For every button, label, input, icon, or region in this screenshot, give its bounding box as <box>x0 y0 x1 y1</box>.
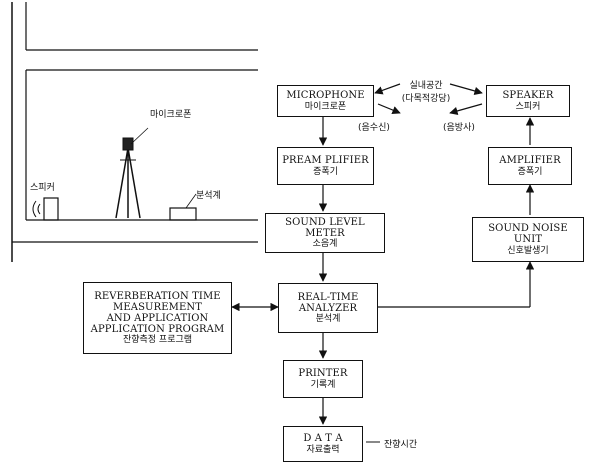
printer-box: PRINTER 기록계 <box>283 360 363 398</box>
microphone-leader-line <box>130 127 149 145</box>
preamplifier-box-ko: 증폭기 <box>313 166 338 177</box>
program-box-ko: 잔향측정 프로그램 <box>122 335 193 346</box>
program-box-line1: REVERBERATION TIME <box>94 290 221 302</box>
sound-level-meter-box-ko: 소음계 <box>312 239 338 250</box>
analyzer-box-en2: ANALYZER <box>298 302 358 314</box>
analyzer-box: REAL-TIME ANALYZER 분석계 <box>278 283 378 333</box>
speaker-icon <box>43 197 59 221</box>
amplifier-box-en: AMPLIFIER <box>499 155 561 167</box>
room-illustration <box>11 2 258 262</box>
analyzer-device-icon <box>169 207 197 221</box>
data-box-ko: 자료출력 <box>306 444 340 455</box>
illustration-speaker-label: 스피커 <box>30 183 55 193</box>
connectors <box>231 83 535 443</box>
analyzer-leader-line <box>185 193 197 209</box>
room-label: 실내공간 (다목적강당) <box>398 78 454 104</box>
program-box: REVERBERATION TIME MEASUREMENT AND APPLI… <box>83 282 232 354</box>
microphone-box-en: MICROPHONE <box>286 90 365 102</box>
printer-box-ko: 기록계 <box>310 379 336 390</box>
emit-label: (음방사) <box>443 123 475 133</box>
illustration-analyzer-label: 분석계 <box>196 191 221 201</box>
program-box-line3: AND APPLICATION <box>106 312 209 324</box>
illustration-microphone-label: 마이크로폰 <box>150 110 192 120</box>
arrow-room-to-speaker-top <box>449 83 483 95</box>
preamplifier-box-en: PREAM PLIFIER <box>282 155 369 167</box>
arrow-room-to-mic-top <box>374 83 401 95</box>
sound-noise-unit-box-en: SOUND NOISE UNIT <box>488 223 568 246</box>
microphone-icon <box>122 137 134 151</box>
room-label-line2: (다목적강당) <box>401 94 451 104</box>
printer-box-en: PRINTER <box>298 368 348 380</box>
program-box-line2: MEASUREMENT <box>113 301 202 313</box>
speaker-box-en: SPEAKER <box>502 90 554 102</box>
sound-level-meter-box: SOUND LEVEL METER 소음계 <box>265 213 385 253</box>
tripod-leg-left <box>115 147 129 219</box>
analyzer-box-ko: 분석계 <box>315 314 341 325</box>
speaker-box-ko: 스피커 <box>515 101 541 112</box>
speaker-box: SPEAKER 스피커 <box>486 85 570 117</box>
program-box-line4: APPLICATION PROGRAM <box>90 324 225 336</box>
arrow-speaker-to-room-bottom <box>449 103 483 115</box>
sound-level-meter-box-en: SOUND LEVEL METER <box>285 216 365 239</box>
arrow-mic-to-room-bottom <box>377 103 401 115</box>
receive-label: (음수신) <box>358 123 390 133</box>
data-box-en: D A T A <box>303 433 343 445</box>
sound-noise-unit-box: SOUND NOISE UNIT 신호발생기 <box>472 217 584 262</box>
sound-wave-icon <box>37 203 41 215</box>
sound-wave-icon-outer <box>32 200 37 218</box>
analyzer-box-en1: REAL-TIME <box>297 291 359 303</box>
sound-noise-unit-box-ko: 신호발생기 <box>507 245 549 256</box>
data-box: D A T A 자료출력 <box>283 426 363 462</box>
amplifier-box: AMPLIFIER 증폭기 <box>488 147 572 185</box>
microphone-box: MICROPHONE 마이크로폰 <box>277 85 374 117</box>
tripod-leg-right <box>127 147 141 219</box>
room-label-line1: 실내공간 <box>409 81 443 91</box>
amplifier-box-ko: 증폭기 <box>517 166 543 177</box>
preamplifier-box: PREAM PLIFIER 증폭기 <box>277 147 374 185</box>
reverb-time-label: 잔향시간 <box>384 440 418 450</box>
microphone-box-ko: 마이크로폰 <box>304 101 347 112</box>
